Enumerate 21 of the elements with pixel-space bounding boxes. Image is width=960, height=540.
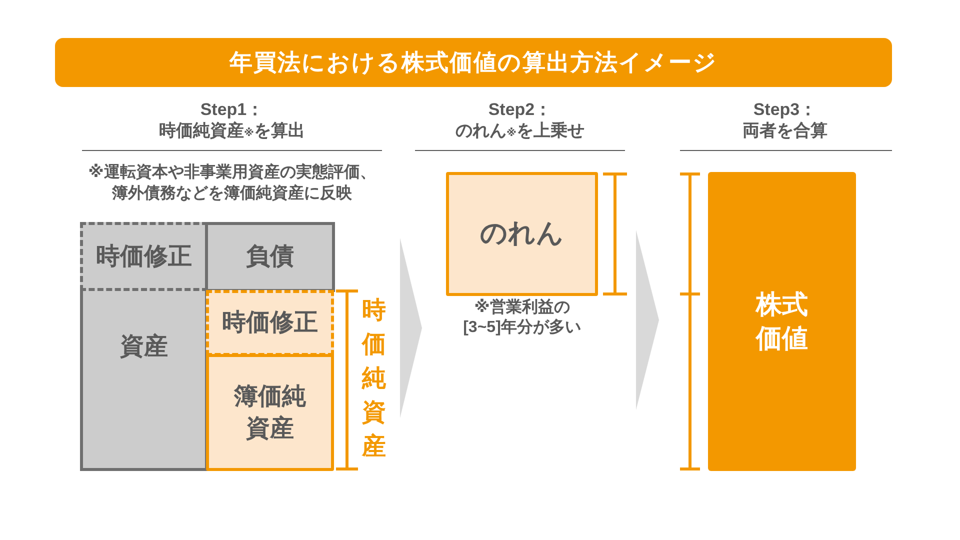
step-heading: 両者を合算 bbox=[742, 120, 828, 142]
box-label: 負債 bbox=[246, 242, 294, 272]
box-label: 株式価値 bbox=[754, 288, 809, 354]
bracket-label: 時価純資産 bbox=[361, 294, 387, 464]
box-label: 時価修正 bbox=[222, 308, 318, 338]
step-label: Step1： bbox=[200, 99, 264, 121]
dashed-box bbox=[80, 222, 208, 291]
title-text: 年買法における株式価値の算出方法イメージ bbox=[230, 48, 718, 77]
box-label: のれん bbox=[480, 217, 564, 250]
box-label: 資産 bbox=[120, 332, 168, 362]
value-block bbox=[708, 172, 856, 471]
step-label: Step2： bbox=[488, 99, 552, 121]
balance-block bbox=[80, 222, 208, 471]
balance-block bbox=[205, 222, 335, 292]
box-label: 簿価純資産 bbox=[232, 382, 307, 444]
step-label: Step3： bbox=[753, 99, 817, 121]
dashed-box bbox=[206, 290, 334, 356]
note-text: ※営業利益の[3~5]年分が多い bbox=[462, 298, 582, 338]
box-label: 時価修正 bbox=[96, 242, 192, 272]
net-assets-block bbox=[206, 354, 334, 471]
note-text: ※運転資本や非事業用資産の実態評価、簿外債務などを簿価純資産に反映 bbox=[87, 162, 377, 204]
